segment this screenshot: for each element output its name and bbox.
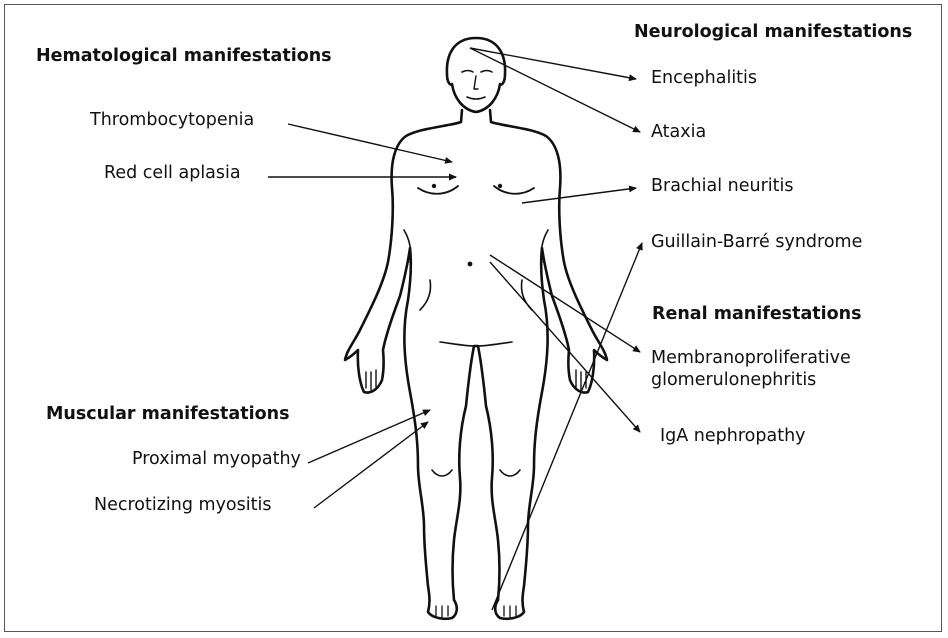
arrow-encephalitis	[470, 48, 636, 79]
label-membranoproliferative: Membranoproliferative glomerulonephritis	[651, 348, 791, 392]
arrow-iga-nephropathy	[490, 262, 640, 432]
label-guillain-barre: Guillain-Barré syndrome	[651, 232, 862, 254]
label-necrotizing-myositis: Necrotizing myositis	[94, 495, 271, 517]
arrow-proximal-myopathy	[308, 410, 430, 463]
label-red-cell-aplasia: Red cell aplasia	[104, 163, 241, 185]
arrow-brachial-neuritis	[522, 188, 636, 203]
arrow-guillain-barre	[492, 243, 642, 610]
label-brachial-neuritis: Brachial neuritis	[651, 176, 794, 198]
heading-renal: Renal manifestations	[652, 304, 862, 326]
label-proximal-myopathy: Proximal myopathy	[132, 449, 301, 471]
label-thrombocytopenia: Thrombocytopenia	[90, 110, 254, 132]
heading-hematological: Hematological manifestations	[36, 46, 332, 68]
human-figure	[345, 38, 607, 619]
body-outline	[345, 110, 607, 619]
heading-muscular: Muscular manifestations	[46, 404, 290, 426]
arrow-ataxia	[470, 48, 640, 132]
label-iga-nephropathy: IgA nephropathy	[660, 426, 806, 448]
heading-neurological: Neurological manifestations	[634, 22, 912, 44]
label-ataxia: Ataxia	[651, 122, 706, 144]
label-encephalitis: Encephalitis	[651, 68, 757, 90]
